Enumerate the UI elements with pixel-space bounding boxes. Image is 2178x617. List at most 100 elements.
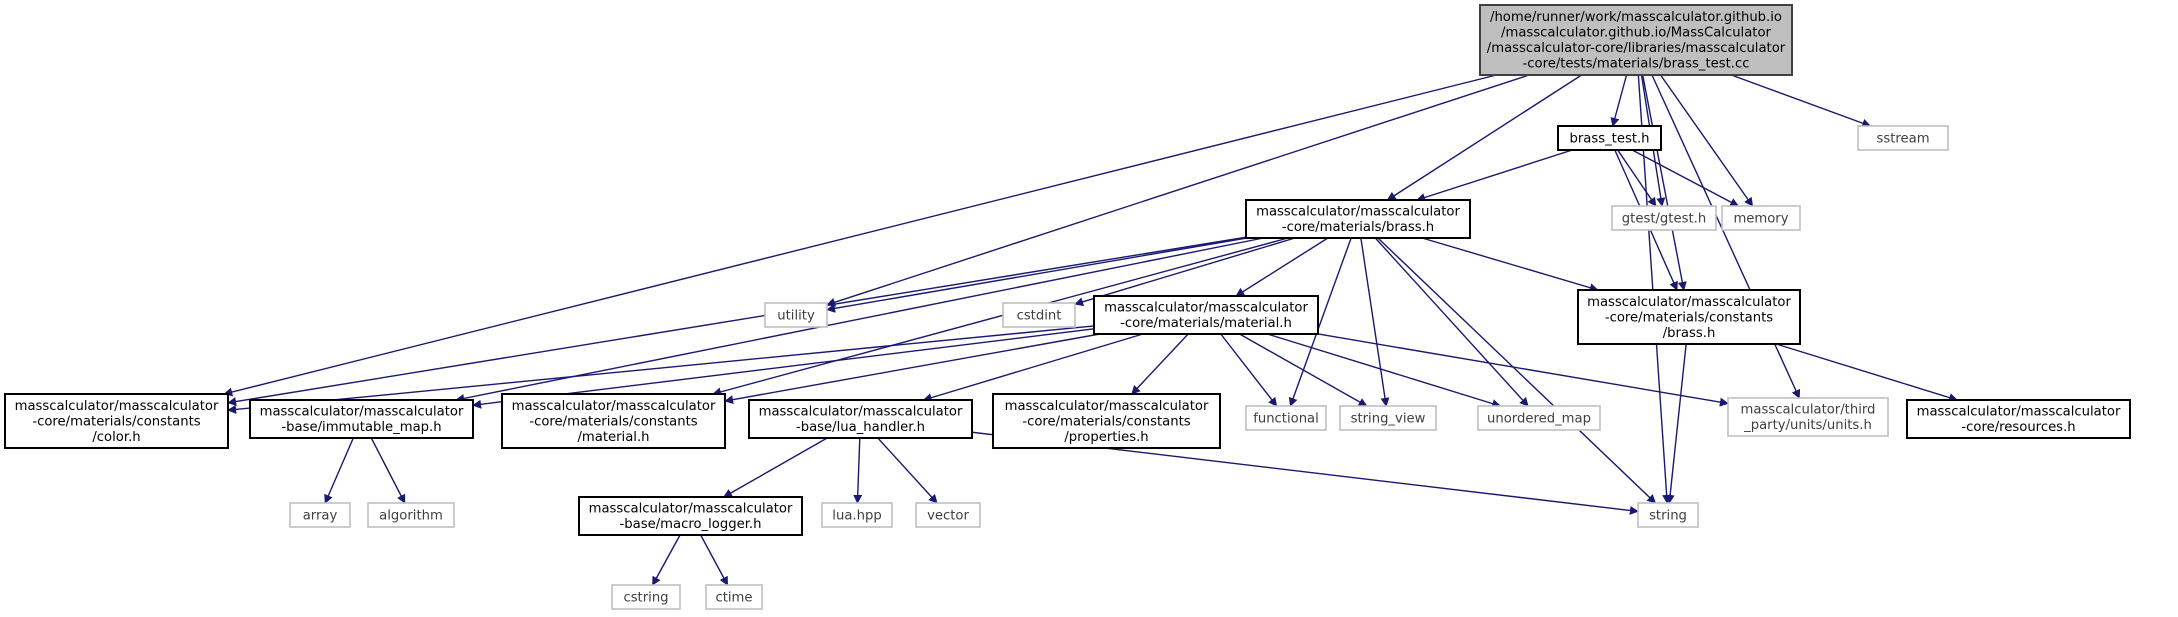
node-label-line: -core/materials/material.h [1120, 316, 1292, 331]
node-label-line: -core/materials/constants [1022, 414, 1190, 429]
edge-material_h-to-functional [1220, 333, 1278, 407]
node-label-line: masscalculator/masscalculator [512, 399, 716, 414]
edge-immutable_map-to-array [324, 437, 354, 504]
edge-material_h-to-lua_handler [922, 333, 1144, 402]
edge-root-to-color_h [223, 74, 1497, 397]
edge-material_h-to-color_h [227, 325, 1095, 414]
node-string-view: string_view [1339, 405, 1437, 431]
node-brass-h[interactable]: masscalculator/masscalculator-core/mater… [1245, 199, 1471, 239]
node-const-material-h[interactable]: masscalculator/masscalculator-core/mater… [501, 393, 726, 449]
edge-brass_h-to-utility [826, 237, 1247, 313]
node-box [1557, 125, 1662, 151]
node-label-line: cstdint [1017, 308, 1062, 323]
node-box [1002, 302, 1076, 328]
edge-material_h-to-units_h [1317, 333, 1729, 407]
node-root[interactable]: /home/runner/work/masscalculator.github.… [1479, 4, 1793, 76]
node-array: array [289, 502, 351, 528]
node-label-line: -base/macro_logger.h [620, 517, 762, 532]
node-label-line: /material.h [577, 430, 649, 445]
edge-root-to-sstream [1731, 74, 1872, 128]
node-properties-h[interactable]: masscalculator/masscalculator-core/mater… [992, 393, 1221, 449]
node-immutable-map[interactable]: masscalculator/masscalculator-base/immut… [249, 399, 474, 439]
node-lua-handler[interactable]: masscalculator/masscalculator-base/lua_h… [748, 399, 973, 439]
node-label-line: -core/materials/constants [529, 414, 697, 429]
edge-brass_test_h-to-memory [1631, 149, 1740, 207]
node-cstring: cstring [611, 584, 681, 610]
edge-material_h-to-unordered_map [1267, 333, 1502, 408]
node-label-line: array [303, 508, 338, 523]
node-label-line: brass_test.h [1569, 131, 1649, 146]
node-box [705, 584, 763, 610]
node-label-line: -core/tests/materials/brass_test.cc [1523, 57, 1750, 72]
node-label-line: gtest/gtest.h [1622, 211, 1706, 226]
node-material-h[interactable]: masscalculator/masscalculator-core/mater… [1093, 295, 1319, 335]
node-brass-test-h[interactable]: brass_test.h [1557, 125, 1662, 151]
node-box [1906, 399, 2131, 439]
edge-macro_logger-to-ctime [700, 534, 729, 586]
node-macro-logger[interactable]: masscalculator/masscalculator-base/macro… [578, 496, 803, 536]
node-box [249, 399, 474, 439]
edge-root-to-units_h [1651, 74, 1801, 399]
node-box [501, 393, 726, 449]
node-label-line: -core/resources.h [1961, 420, 2075, 435]
node-label-line: masscalculator/masscalculator [1256, 205, 1460, 220]
edge-brass_test_h-to-gtest [1617, 149, 1657, 207]
node-label-line: masscalculator/masscalculator [1917, 405, 2121, 420]
dependency-edges [223, 74, 1958, 586]
node-label-line: -core/materials/constants [32, 414, 200, 429]
node-box [1857, 125, 1949, 151]
edge-material_h-to-const_material_h [724, 333, 1100, 405]
node-box [1637, 502, 1699, 528]
node-label-line: /home/runner/work/masscalculator.github.… [1490, 10, 1782, 25]
node-box [367, 502, 455, 528]
edge-brass_h-to-string_view [1360, 237, 1390, 407]
node-gtest: gtest/gtest.h [1611, 205, 1717, 231]
node-label-line: -core/materials/constants [1605, 310, 1773, 325]
header-nodes: /home/runner/work/masscalculator.github.… [4, 4, 2131, 610]
edge-brass_h-to-string [1377, 237, 1657, 504]
edge-const_brass_h-to-resources_h [1776, 343, 1958, 402]
edge-brass_test_h-to-brass_h [1416, 149, 1573, 202]
node-ctime: ctime [705, 584, 763, 610]
node-label-line: algorithm [379, 508, 443, 523]
node-resources-h[interactable]: masscalculator/masscalculator-core/resou… [1906, 399, 2131, 439]
node-unordered-map: unordered_map [1477, 405, 1601, 431]
edge-brass_h-to-unordered_map [1374, 237, 1529, 407]
node-box [915, 502, 981, 528]
node-vector: vector [915, 502, 981, 528]
node-color-h[interactable]: masscalculator/masscalculator-core/mater… [4, 393, 229, 449]
edge-immutable_map-to-algorithm [370, 437, 406, 504]
node-memory: memory [1721, 205, 1801, 231]
edge-root-to-const_brass_h [1642, 74, 1687, 291]
node-label-line: utility [777, 308, 815, 323]
node-box [1479, 4, 1793, 76]
edge-lua_handler-to-macro_logger [723, 437, 828, 498]
node-box [748, 399, 973, 439]
node-box [1477, 405, 1601, 431]
node-label-line: ctime [715, 590, 752, 605]
edge-const_brass_h-to-string [1665, 343, 1687, 504]
node-functional: functional [1245, 405, 1327, 431]
edge-brass_h-to-const_material_h [712, 237, 1289, 397]
edge-root-to-memory [1660, 74, 1754, 207]
node-box [611, 584, 681, 610]
node-label-line: vector [927, 508, 969, 523]
node-box [578, 496, 803, 536]
node-algorithm: algorithm [367, 502, 455, 528]
node-label-line: cstring [623, 590, 668, 605]
node-string: string [1637, 502, 1699, 528]
node-label-line: string [1649, 508, 1687, 523]
edge-brass_h-to-const_brass_h [1421, 237, 1599, 293]
node-box [1721, 205, 1801, 231]
node-sstream: sstream [1857, 125, 1949, 151]
node-const-brass-h[interactable]: masscalculator/masscalculator-core/mater… [1577, 289, 1801, 345]
node-lua-hpp: lua.hpp [821, 502, 893, 528]
edge-material_h-to-properties_h [1131, 333, 1189, 395]
node-label-line: /masscalculator-core/libraries/masscalcu… [1487, 41, 1786, 56]
node-label-line: -base/immutable_map.h [281, 420, 441, 435]
node-box [1093, 295, 1319, 335]
node-label-line: -base/lua_handler.h [796, 420, 925, 435]
node-label-line: /masscalculator.github.io/MassCalculator [1501, 26, 1772, 41]
node-label-line: lua.hpp [832, 508, 881, 523]
node-box [821, 502, 893, 528]
